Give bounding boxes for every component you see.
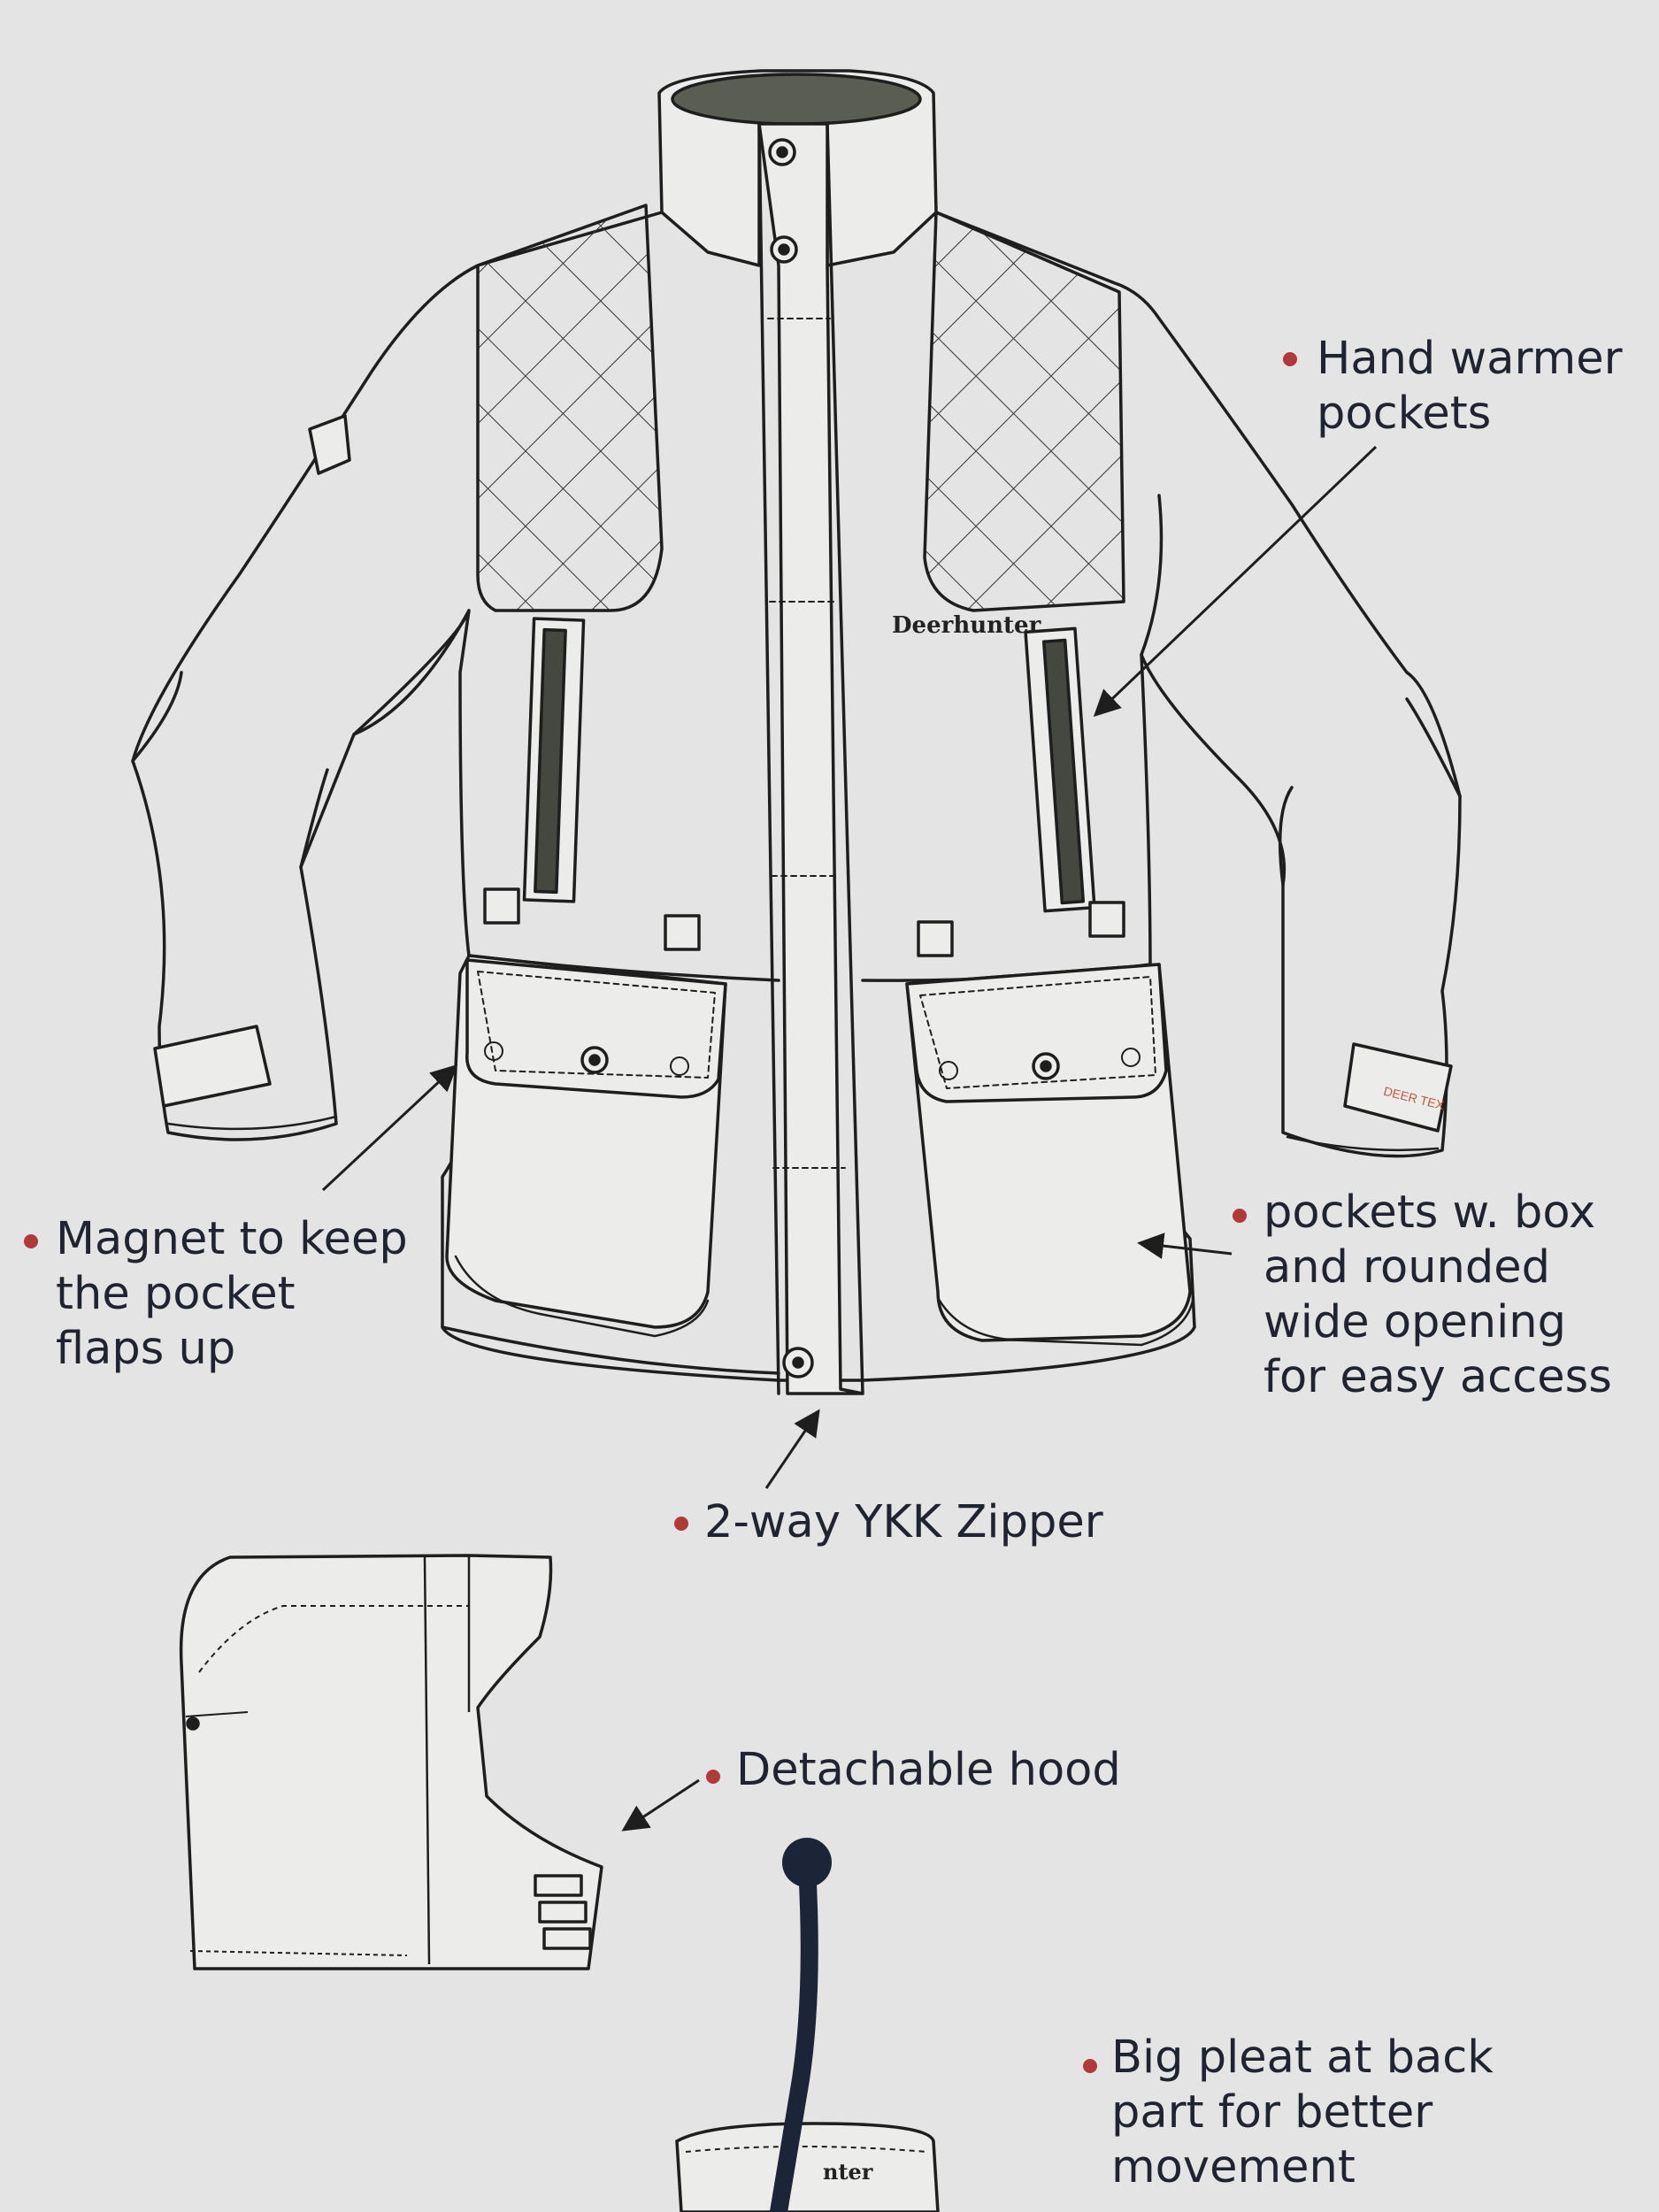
callout-hand-warmer: Hand warmer pockets bbox=[1317, 332, 1623, 442]
bullet-box-pockets bbox=[1233, 1209, 1247, 1223]
back-logo: nter bbox=[823, 2159, 873, 2185]
sleeve-badge-icon bbox=[308, 414, 351, 475]
shoulder-patch-left bbox=[476, 204, 664, 612]
callout-box-pockets: pockets w. box and rounded wide opening … bbox=[1263, 1186, 1612, 1405]
bullet-hand-warmer bbox=[1283, 352, 1297, 366]
callout-hood: Detachable hood bbox=[736, 1743, 1121, 1798]
jacket-body bbox=[131, 211, 1462, 1382]
back-collar-drawing bbox=[675, 2122, 940, 2212]
arrow-icon bbox=[321, 445, 1378, 1832]
cuff-tab-left bbox=[153, 1025, 272, 1108]
callout-zipper-text: 2-way YKK Zipper bbox=[704, 1496, 1103, 1548]
cuff-tab-right bbox=[1343, 1042, 1453, 1133]
pocket-flap-right bbox=[905, 963, 1168, 1103]
callout-magnet-text: Magnet to keep the pocket flaps up bbox=[56, 1213, 408, 1375]
callout-zipper: 2-way YKK Zipper bbox=[704, 1495, 1103, 1550]
callout-hand-warmer-text: Hand warmer pockets bbox=[1317, 333, 1623, 440]
callout-pleat: Big pleat at back part for better moveme… bbox=[1111, 2031, 1494, 2195]
hood-drawing bbox=[179, 1554, 603, 1970]
callout-pleat-text: Big pleat at back part for better moveme… bbox=[1111, 2032, 1494, 2193]
pocket-flap-left bbox=[465, 958, 727, 1099]
drawcord-icon bbox=[770, 1838, 832, 2212]
shoulder-patch-right bbox=[923, 211, 1125, 612]
jacket-front-drawing bbox=[131, 69, 1462, 1395]
bullet-magnet bbox=[24, 1234, 38, 1248]
callout-hood-text: Detachable hood bbox=[736, 1744, 1121, 1796]
collar-lining bbox=[671, 73, 922, 126]
bullet-hood bbox=[706, 1770, 720, 1784]
bullet-zipper bbox=[674, 1517, 688, 1531]
bullet-pleat bbox=[1083, 2059, 1097, 2073]
brand-logo: Deerhunter bbox=[892, 612, 1041, 639]
callout-box-pockets-text: pockets w. box and rounded wide opening … bbox=[1263, 1187, 1612, 1403]
callout-magnet: Magnet to keep the pocket flaps up bbox=[56, 1212, 408, 1377]
